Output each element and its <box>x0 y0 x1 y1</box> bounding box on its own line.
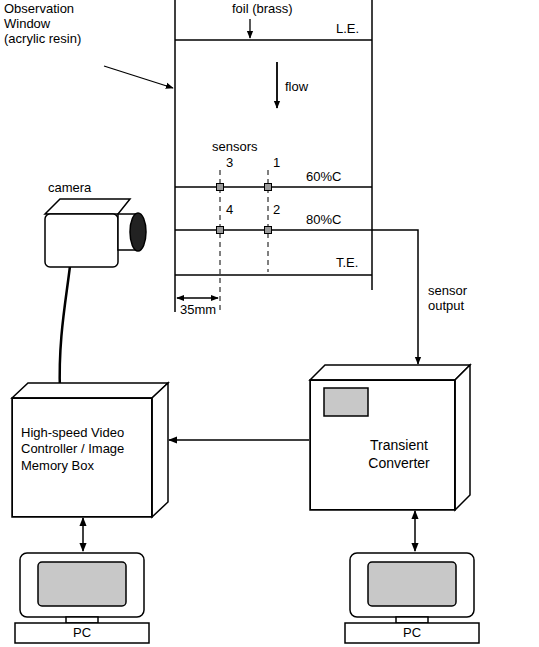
test-section <box>175 0 372 312</box>
sensor <box>217 184 272 234</box>
transient-converter-box: Transient Converter <box>310 380 455 510</box>
label: camera <box>48 181 91 196</box>
label: flow <box>285 80 308 95</box>
label: sensor output <box>428 284 498 314</box>
label: 4 <box>226 203 233 218</box>
label: Observation Window (acrylic resin) <box>4 2 92 47</box>
computer: PC <box>14 552 150 644</box>
node-text: PC <box>344 625 480 641</box>
node-text: PC <box>14 625 150 641</box>
label: sensors <box>212 140 258 155</box>
label: 80%C <box>306 213 341 228</box>
label: L.E. <box>336 22 359 37</box>
pointer-arrow <box>104 19 277 298</box>
camera <box>45 199 146 392</box>
label: T.E. <box>336 256 358 271</box>
connector-arrow <box>414 511 416 551</box>
label: foil (brass) <box>232 2 293 17</box>
computer: PC <box>344 552 480 644</box>
label: 1 <box>273 156 280 171</box>
video-controller-box: High-speed Video Controller / Image Memo… <box>12 398 152 517</box>
equipment-box <box>12 365 470 517</box>
label: 60%C <box>306 170 341 185</box>
sensor-axis <box>220 170 268 312</box>
label: 35mm <box>180 303 216 318</box>
label: 3 <box>226 156 233 171</box>
connector-arrow <box>169 439 309 441</box>
node-text: Transient Converter <box>349 437 449 472</box>
node-text: High-speed Video Controller / Image Memo… <box>21 425 137 474</box>
connector-arrow <box>82 518 84 551</box>
sensor-wire <box>372 230 418 364</box>
label: 2 <box>273 203 280 218</box>
